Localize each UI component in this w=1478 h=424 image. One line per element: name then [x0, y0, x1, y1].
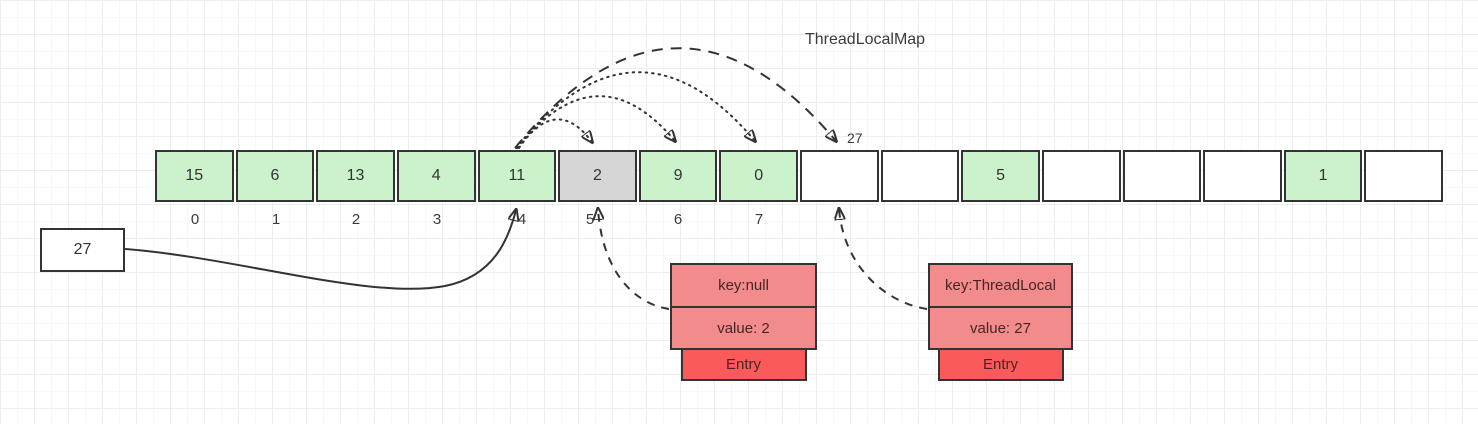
cell-value: 11	[508, 167, 526, 184]
array-cell-13	[1203, 150, 1282, 202]
index-label-4: 4	[517, 211, 527, 228]
array-cell-7: 0	[719, 150, 798, 202]
index-label-2: 2	[351, 211, 361, 228]
array-cell-10: 5	[961, 150, 1040, 202]
entry-label-box: Entry	[680, 348, 807, 381]
index-label-0: 0	[190, 211, 200, 228]
array-cell-11	[1041, 150, 1121, 202]
array-cell-14: 1	[1283, 150, 1363, 202]
incoming-value: 27	[73, 241, 92, 258]
probe-arc-slot6	[516, 95, 675, 149]
probe-arc-slot8	[514, 47, 836, 149]
cell-value: 2	[592, 167, 602, 184]
probe-arc-slot5	[518, 118, 592, 149]
entry-key-box: key:null	[670, 263, 817, 308]
incoming-value-box: 27	[40, 228, 125, 272]
array-cell-8	[800, 150, 879, 202]
array-cell-5: 2	[558, 150, 637, 202]
hash-table-array: 15 6 13 4 11 2 9 0 5 1	[155, 150, 1443, 202]
array-cell-9	[880, 150, 960, 202]
array-cell-3: 4	[396, 150, 476, 202]
array-cell-15	[1364, 150, 1443, 202]
cell-value: 0	[754, 167, 764, 184]
cell-value: 5	[996, 167, 1006, 184]
probe-result-label: 27	[847, 130, 863, 146]
cell-value: 13	[346, 167, 365, 184]
cell-value: 15	[185, 167, 204, 184]
probe-arc-slot7	[515, 71, 755, 149]
index-label-5: 5	[585, 211, 595, 228]
array-cell-6: 9	[638, 150, 718, 202]
cell-value: 1	[1318, 167, 1328, 184]
arrow-new-entry-to-slot8	[839, 209, 928, 310]
array-cell-12	[1122, 150, 1202, 202]
entry-group-stale: key:null value: 2 Entry	[670, 263, 817, 381]
cell-value: 4	[431, 167, 441, 184]
entry-key-box: key:ThreadLocal	[928, 263, 1073, 308]
array-cell-0: 15	[155, 150, 234, 202]
index-label-3: 3	[432, 211, 442, 228]
cell-value: 9	[673, 167, 683, 184]
diagram-title: ThreadLocalMap	[805, 31, 926, 48]
entry-value-box: value: 27	[928, 306, 1073, 350]
entry-label-box: Entry	[937, 348, 1064, 381]
array-cell-1: 6	[235, 150, 315, 202]
index-label-7: 7	[754, 211, 764, 228]
array-cell-4: 11	[477, 150, 557, 202]
cell-value: 6	[270, 167, 280, 184]
entry-value-box: value: 2	[670, 306, 817, 350]
array-cell-2: 13	[316, 150, 395, 202]
index-label-1: 1	[271, 211, 281, 228]
entry-group-new: key:ThreadLocal value: 27 Entry	[928, 263, 1073, 381]
index-label-6: 6	[673, 211, 683, 228]
